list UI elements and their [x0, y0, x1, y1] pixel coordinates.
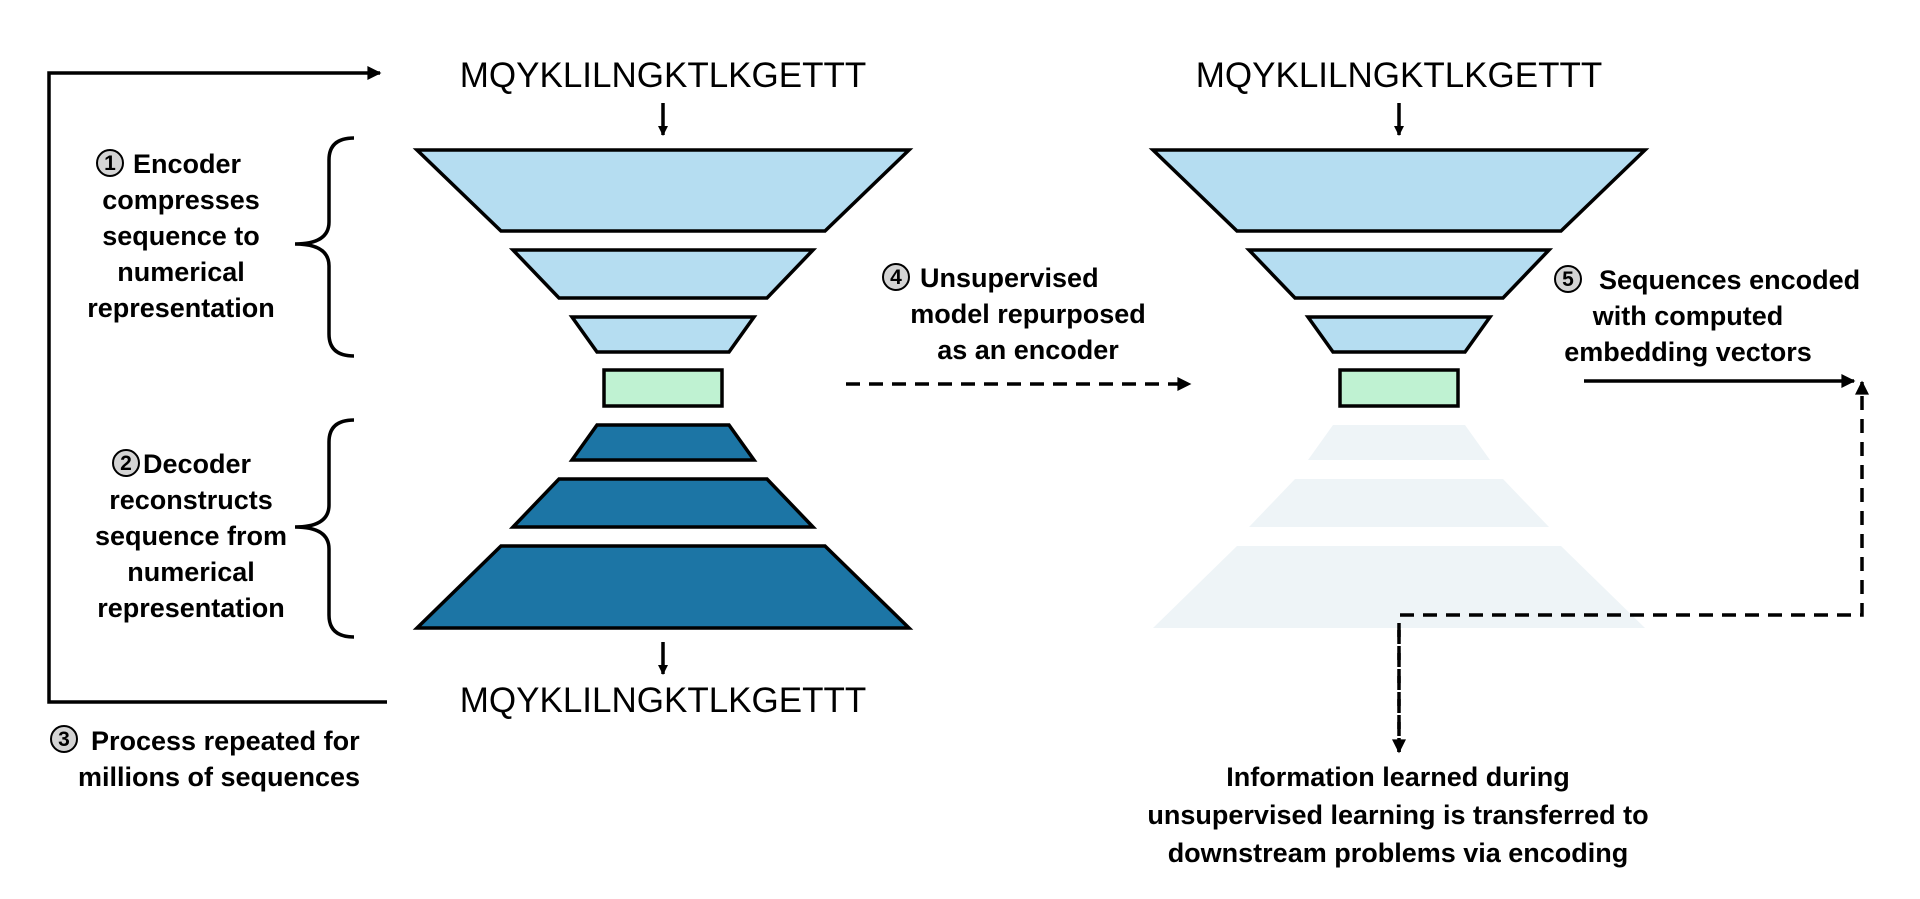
right-encoder-layer-1: [1148, 148, 1650, 233]
transfer-note-line-2: unsupervised learning is transferred to: [1147, 800, 1648, 830]
step-2-label: 2 Decoder reconstructs sequence from num…: [95, 449, 287, 623]
step-1-badge: [96, 149, 124, 177]
step-5-line-2: with computed: [1592, 301, 1784, 331]
step-3-badge: [50, 725, 78, 753]
step-2-line-2: reconstructs: [109, 485, 273, 515]
right-encoder-layer-3: [1304, 315, 1494, 354]
step-1-line-4: numerical: [117, 257, 245, 287]
left-output-sequence: MQYKLILNGKTLKGETTT: [460, 681, 866, 720]
left-encoder-layer-3: [568, 315, 758, 354]
step-3-label: 3 Process repeated for millions of seque…: [50, 725, 360, 792]
faded-decoder-layer-1: [1308, 425, 1490, 460]
right-encoder-layer-2: [1244, 248, 1554, 300]
encoder-brace: [294, 136, 355, 358]
left-encoder-layer-1: [412, 148, 914, 233]
step-1-line-3: sequence to: [102, 221, 260, 251]
step-5-line-1: Sequences encoded: [1599, 265, 1860, 295]
step-2-badge: [112, 449, 140, 477]
step-5-line-3: embedding vectors: [1564, 337, 1812, 367]
left-decoder-layer-2: [508, 477, 818, 529]
step-2-line-3: sequence from: [95, 521, 287, 551]
step-2-line-5: representation: [97, 593, 285, 623]
transfer-note: Information learned during unsupervised …: [1147, 762, 1648, 868]
left-autoencoder: MQYKLILNGKTLKGETTT MQYKLILNGKTLKGETTT: [412, 56, 914, 720]
right-input-sequence: MQYKLILNGKTLKGETTT: [1196, 56, 1602, 95]
transfer-dashed-arrow: [1397, 380, 1869, 752]
step-4-line-3: as an encoder: [937, 335, 1119, 365]
step-1-line-2: compresses: [102, 185, 260, 215]
left-bottleneck: [602, 368, 724, 408]
decoder-brace: [294, 418, 355, 639]
step-4-line-1: Unsupervised: [920, 263, 1099, 293]
left-encoder-layer-2: [508, 248, 818, 300]
right-bottleneck: [1338, 368, 1460, 408]
step-3-number: 3: [58, 728, 70, 751]
step-5-badge: [1554, 265, 1582, 293]
left-input-sequence: MQYKLILNGKTLKGETTT: [460, 56, 866, 95]
step-2-number: 2: [120, 452, 132, 475]
step-3-line-2: millions of sequences: [78, 762, 360, 792]
step-5-label: 5 Sequences encoded with computed embedd…: [1554, 265, 1860, 367]
step-1-line-5: representation: [87, 293, 275, 323]
transfer-note-line-3: downstream problems via encoding: [1168, 838, 1629, 868]
step-1-number: 1: [104, 152, 116, 175]
step-3-line-1: Process repeated for: [91, 726, 360, 756]
step-4-badge: [882, 263, 910, 291]
step-4-line-2: model repurposed: [910, 299, 1146, 329]
step-5-number: 5: [1562, 268, 1574, 291]
step-4-number: 4: [890, 266, 902, 289]
step-1-line-1: Encoder: [133, 149, 242, 179]
faded-decoder-layer-3: [1153, 546, 1645, 628]
repeat-loop-arrow: [47, 66, 387, 704]
step-4-label: 4 Unsupervised model repurposed as an en…: [882, 263, 1146, 365]
faded-decoder-layer-2: [1249, 479, 1549, 527]
step-2-line-4: numerical: [127, 557, 255, 587]
left-decoder-layer-3: [412, 544, 914, 630]
step-1-label: 1 Encoder compresses sequence to numeric…: [87, 149, 275, 323]
left-decoder-layer-1: [568, 423, 758, 462]
step-2-line-1: Decoder: [143, 449, 252, 479]
transfer-note-line-1: Information learned during: [1226, 762, 1570, 792]
right-encoder: MQYKLILNGKTLKGETTT: [1148, 56, 1650, 628]
